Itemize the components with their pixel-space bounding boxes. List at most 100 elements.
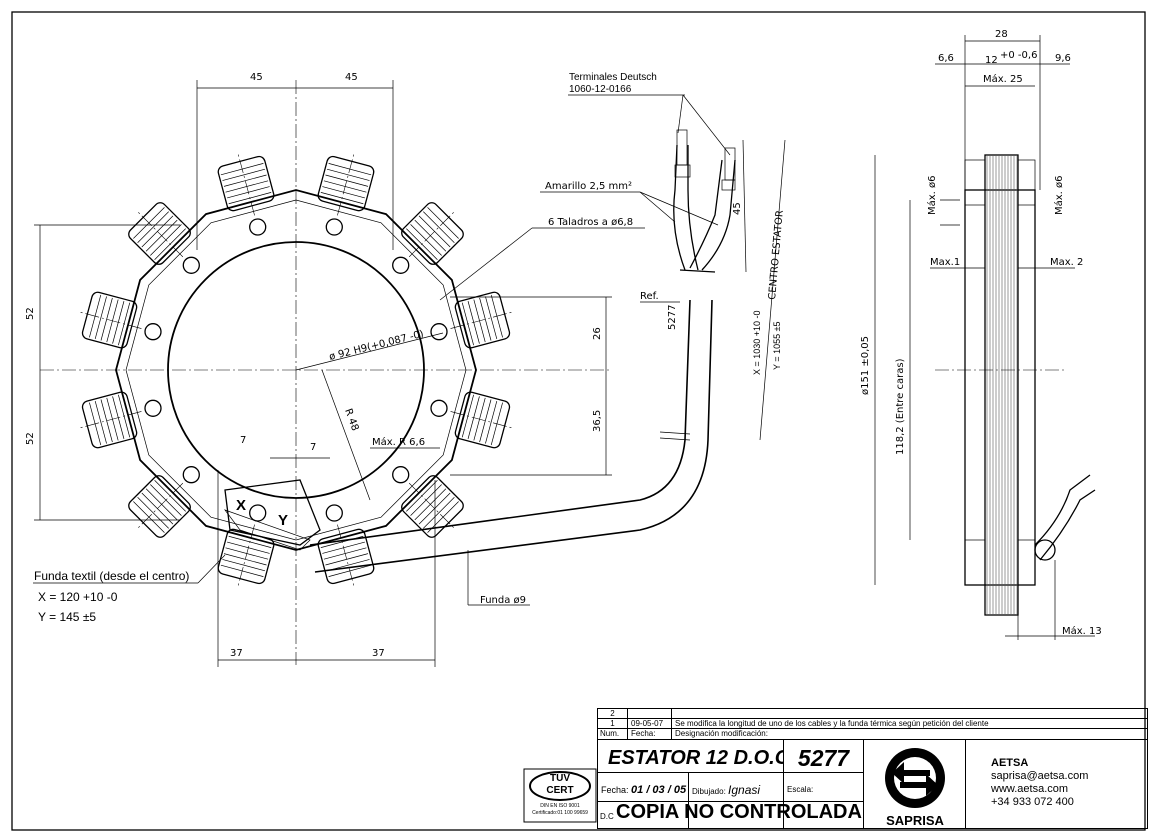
company-info: AETSA saprisa@aetsa.com www.aetsa.com +3…: [965, 739, 1148, 829]
wire-note: Amarillo 2,5 mm²: [545, 181, 632, 192]
coil: [401, 202, 464, 265]
coil: [217, 152, 275, 216]
dim-tolerance: +0 -0,6: [1000, 50, 1037, 61]
between-faces: 118,2 (Entre caras): [895, 358, 906, 455]
sleeve-shaded: [224, 509, 311, 551]
hole: [430, 399, 448, 417]
radius-leader: [321, 369, 371, 501]
bore-leader: [295, 332, 444, 371]
max-d6-right: Máx. ø6: [1053, 175, 1065, 215]
dim-7-a: 7: [240, 435, 246, 446]
dim-right-26: 26: [592, 327, 603, 340]
dim-6-6: 6,6: [938, 53, 954, 64]
hole-group: [144, 218, 448, 522]
hole-filled: [392, 466, 410, 484]
sleeve-y-value: Y = 145 ±5: [38, 610, 96, 624]
coil-group: [78, 152, 514, 588]
dibujado-cell: Dibujado: Ignasi: [688, 772, 784, 802]
stamp-copia-no-controlada: COPIA NO CONTROLADA: [616, 801, 862, 823]
coil: [128, 475, 191, 538]
marker-y: Y: [278, 512, 288, 529]
cert-line4: Certificado:01 100 99659: [532, 810, 588, 816]
saprisa-logo-icon: SAPRISA: [885, 748, 945, 828]
fecha-value: 01 / 03 / 05: [631, 784, 687, 796]
marker-x: X: [236, 497, 246, 514]
dim-top-right: 45: [345, 72, 358, 83]
dim-top-left: 45: [250, 72, 263, 83]
hole: [144, 323, 162, 341]
company-phone: +34 933 072 400: [991, 796, 1074, 808]
dim-left-upper: 52: [25, 307, 36, 320]
ref-label: Ref.: [640, 291, 659, 302]
hole: [249, 504, 267, 522]
coil: [450, 291, 514, 349]
coil: [78, 391, 142, 449]
tuv-cert-logo: TÜV CERT DIN EN ISO 9001 Certificado:01 …: [523, 768, 597, 823]
dibujado-label: Dibujado:: [692, 787, 726, 796]
cable-x-value: X = 1030 +10 -0: [752, 310, 762, 375]
dim-bottom-right: 37: [372, 648, 385, 659]
stator-side-view: 28 +0 -0,6 12 6,6 9,6 Máx. 25 Máx. ø6 Má…: [860, 29, 1102, 640]
dim-45-cable: 45: [732, 202, 743, 215]
sleeve-x-value: X = 120 +10 -0: [38, 590, 118, 604]
hole-filled: [182, 466, 200, 484]
drawing-title: ESTATOR 12 D.O.C: [597, 739, 784, 773]
hole-filled: [392, 256, 410, 274]
dc-label: D.C: [600, 812, 614, 821]
ref-number: 5277: [667, 305, 678, 330]
logo-text: SAPRISA: [886, 813, 944, 828]
fecha-label: Fecha:: [601, 785, 629, 795]
cert-line3: DIN EN ISO 9001: [540, 803, 580, 809]
dibujado-value: Ignasi: [728, 783, 761, 797]
company-web[interactable]: www.aetsa.com: [991, 783, 1069, 795]
coil: [450, 391, 514, 449]
drawing-border: [11, 11, 1146, 831]
sleeve-area: [224, 479, 321, 546]
centro-estator-label: CENTRO ESTATOR: [767, 210, 786, 301]
hole-filled: [182, 256, 200, 274]
max-1: Max.1: [930, 257, 960, 268]
escala-label: Escala:: [783, 772, 864, 802]
company-email[interactable]: saprisa@aetsa.com: [991, 770, 1089, 782]
dim-12: 12: [985, 55, 998, 66]
hole: [144, 399, 162, 417]
funda-label: Funda ø9: [480, 595, 526, 606]
terminals-line2: 1060-12-0166: [569, 84, 632, 95]
dim-bottom-left: 37: [230, 648, 243, 659]
stator-front-view: X Y 45 45 52 52 26 36,5 37 37 7 7 ø 92 H…: [25, 72, 645, 667]
max-d6-left: Máx. ø6: [926, 175, 938, 215]
dim-28: 28: [995, 29, 1008, 40]
coil: [401, 475, 464, 538]
stator-outer-inner-outline: [125, 199, 467, 541]
radius-label: R 48: [342, 407, 360, 432]
company-name: AETSA: [991, 757, 1029, 769]
saprisa-logo: SAPRISA: [863, 739, 966, 829]
hole: [325, 218, 343, 236]
holes-note: 6 Taladros a ø6,8: [548, 217, 633, 228]
drawing-number: 5277: [783, 739, 864, 773]
dim-7-b: 7: [310, 442, 316, 453]
max-25: Máx. 25: [983, 73, 1023, 85]
cert-line1: TÜV: [550, 771, 570, 784]
hole: [325, 504, 343, 522]
bore-diameter-label: ø 92 H9(+0,087 -0): [328, 329, 425, 363]
hole: [430, 323, 448, 341]
dim-left-lower: 52: [25, 432, 36, 445]
terminals-line1: Terminales Deutsch: [569, 72, 657, 83]
outer-diameter: ø151 ±0,05: [860, 336, 871, 395]
max-2: Max. 2: [1050, 257, 1083, 268]
max-13: Máx. 13: [1062, 625, 1102, 637]
coil: [78, 291, 142, 349]
cable-y-value: Y = 1055 ±5: [772, 321, 782, 370]
coil: [128, 202, 191, 265]
hole: [249, 218, 267, 236]
dim-right-36-5: 36,5: [592, 410, 603, 432]
sleeve-note: Funda textil (desde el centro): [34, 569, 189, 583]
max-radius-label: Máx. R 6,6: [372, 436, 425, 448]
cert-line2: CERT: [546, 785, 573, 796]
fecha-cell: Fecha: 01 / 03 / 05: [597, 772, 689, 802]
coil: [317, 152, 375, 216]
dim-9-6: 9,6: [1055, 53, 1071, 64]
coil: [317, 524, 375, 588]
